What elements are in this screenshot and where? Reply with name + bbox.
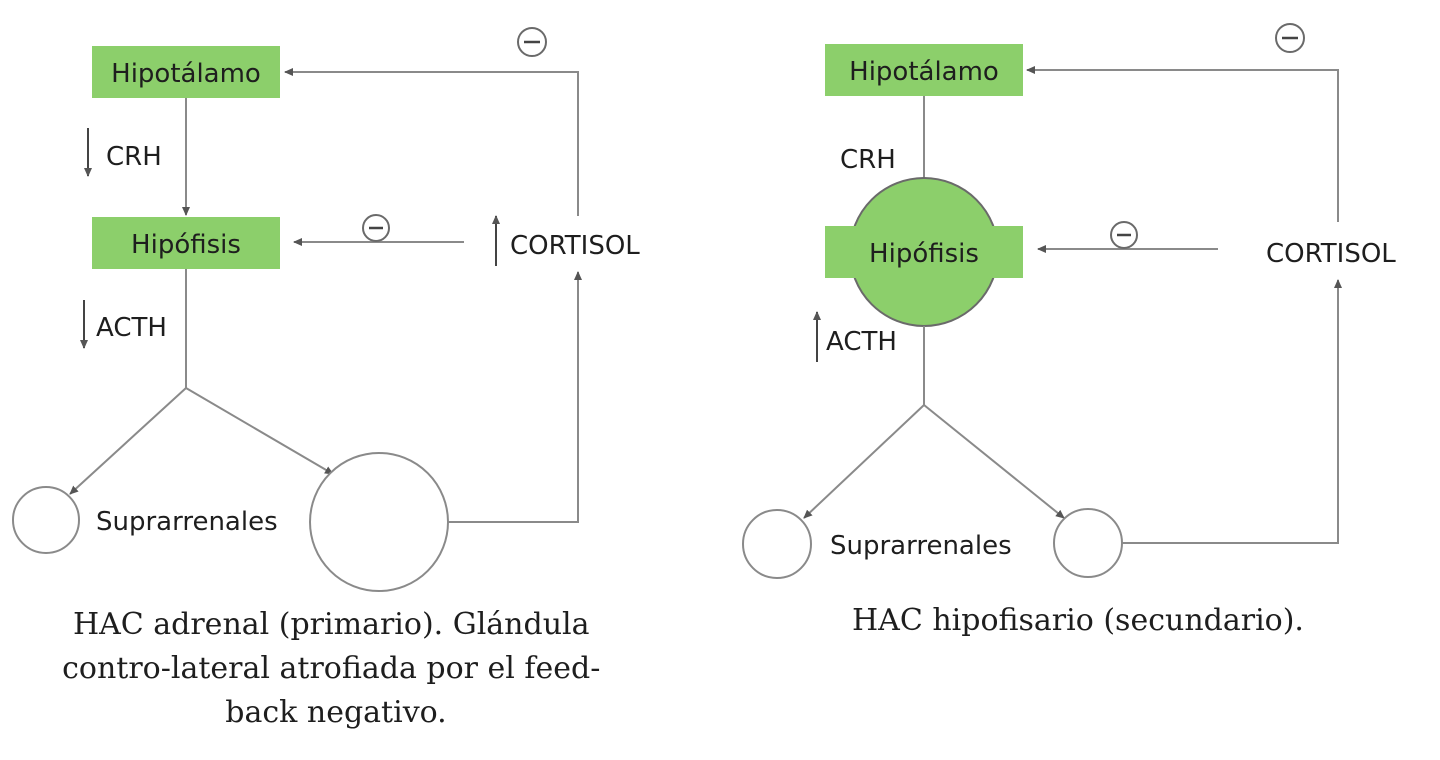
left-adrenal-small — [12, 486, 80, 554]
right-cortisol-label: CORTISOL — [1266, 239, 1396, 269]
right-hipotalamo-box — [825, 44, 1023, 96]
left-crh-label: CRH — [106, 142, 162, 172]
right-caption: HAC hipofisario (secundario). — [852, 603, 1304, 638]
left-cortisol-label: CORTISOL — [510, 231, 640, 261]
right-hipotalamo-label: Hipotálamo — [849, 57, 999, 87]
right-minus-sign-mid-icon — [1110, 221, 1138, 249]
right-branch-right — [923, 404, 1065, 519]
left-hipotalamo-box — [92, 46, 280, 98]
left-adrenal-large — [309, 452, 449, 592]
left-suprarrenales-label: Suprarrenales — [96, 507, 278, 537]
left-branch-large — [185, 387, 334, 475]
left-caption: HAC adrenal (primario). Glándula contro-… — [62, 607, 610, 730]
right-minus-sign-top-icon — [1275, 23, 1305, 53]
left-acth-label: ACTH — [96, 313, 167, 343]
left-hipofisis-label: Hipófisis — [131, 230, 241, 260]
right-hipofisis-box — [825, 226, 1023, 278]
left-caption-line-3: back negativo. — [225, 695, 446, 730]
right-suprarrenales-label: Suprarrenales — [830, 531, 1012, 561]
right-acth-label: ACTH — [826, 327, 897, 357]
left-cortisol-output — [448, 271, 582, 523]
left-hipofisis-box — [92, 217, 280, 269]
right-adrenal-right — [1053, 508, 1123, 578]
right-hipofisis-label: Hipófisis — [869, 239, 979, 269]
left-feedback-hipotalamo — [284, 68, 579, 216]
left-hipotalamo-label: Hipotálamo — [111, 59, 261, 89]
left-caption-line-1: HAC adrenal (primario). Glándula — [73, 607, 590, 642]
left-minus-sign-top-icon — [517, 27, 547, 57]
left-caption-line-2: contro-lateral atrofiada por el feed- — [62, 651, 600, 686]
right-crh-label: CRH — [840, 145, 896, 175]
right-caption-line-1: HAC hipofisario (secundario). — [852, 603, 1304, 638]
right-adrenal-left — [742, 509, 812, 579]
left-branch-small — [69, 387, 187, 495]
right-feedback-hipotalamo — [1026, 66, 1339, 222]
right-panel: Hipotálamo Hipófisis CRH ACTH Suprarrena… — [742, 23, 1396, 638]
right-cortisol-output — [1122, 279, 1342, 544]
left-minus-sign-mid-icon — [362, 214, 390, 242]
right-branch-left — [803, 404, 925, 519]
left-panel: Hipotálamo Hipófisis CRH ACTH Suprarrena… — [12, 27, 640, 730]
